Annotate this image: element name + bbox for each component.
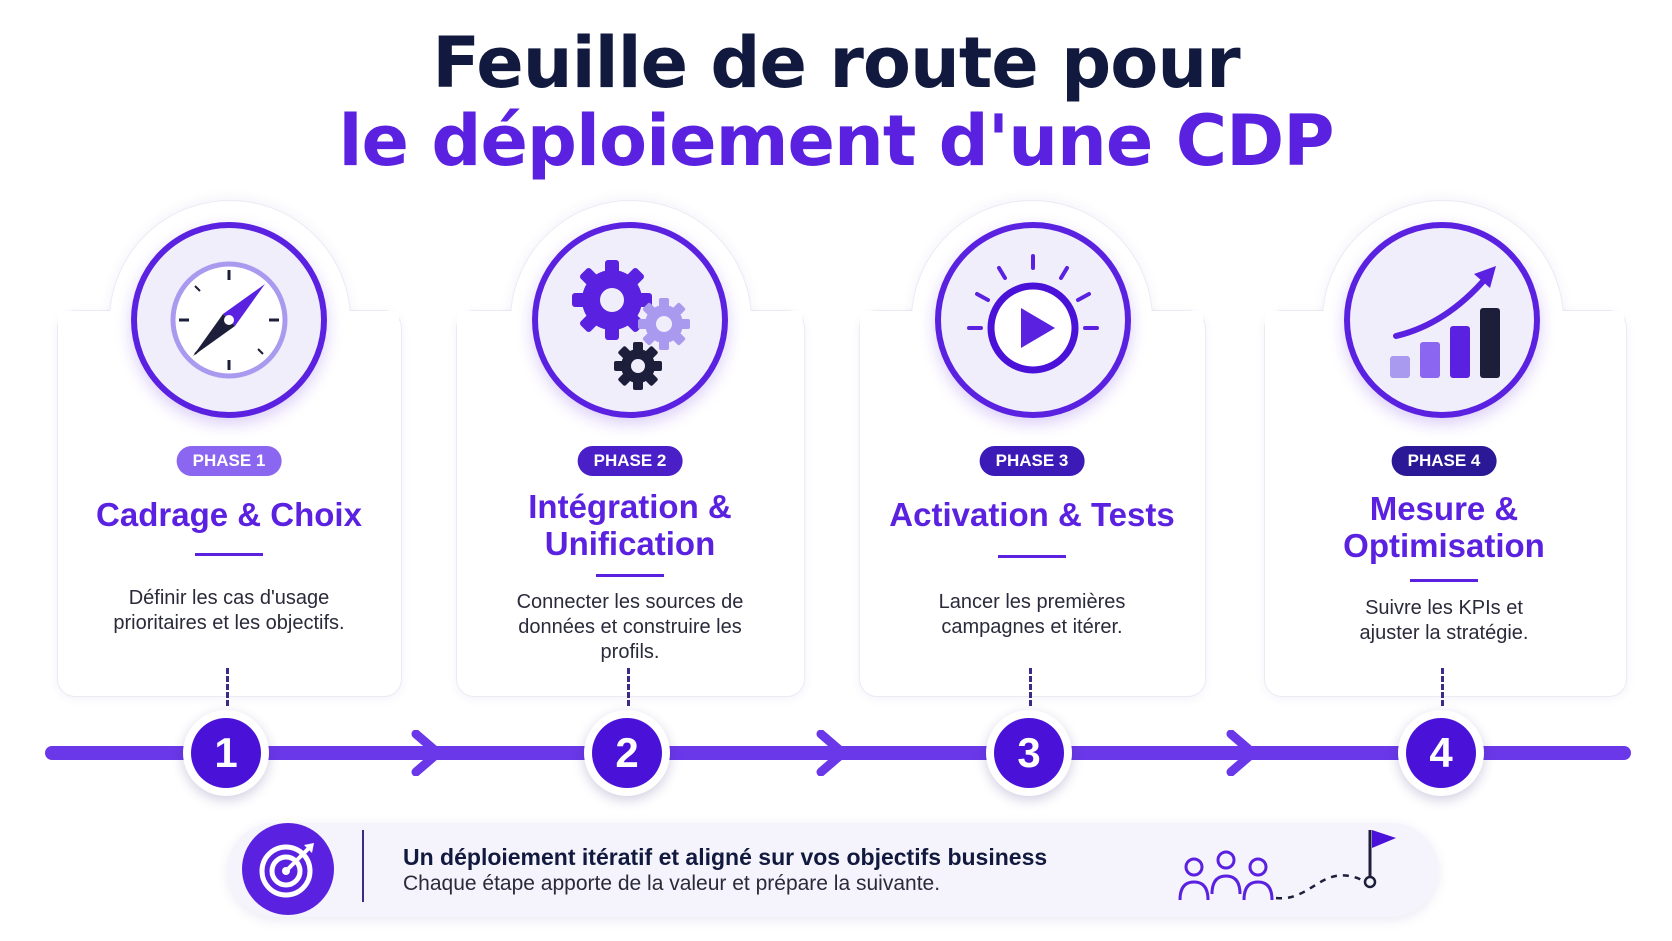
compass-icon <box>131 222 327 418</box>
step-marker-4: 4 <box>1398 710 1484 796</box>
phase-badge-4: PHASE 4 <box>1391 446 1497 476</box>
phase-title-3: Activation & Tests <box>889 496 1175 533</box>
growth-chart-icon <box>1344 222 1540 418</box>
chevron-right-icon <box>816 730 848 776</box>
gears-icon <box>532 222 728 418</box>
connector-2 <box>627 668 630 706</box>
phase-badge-3: PHASE 3 <box>979 446 1085 476</box>
page-title-line1: Feuille de route pour <box>432 22 1240 104</box>
step-number: 1 <box>191 718 261 788</box>
team-path-flag-icon <box>1178 830 1396 901</box>
phase-divider-4 <box>1410 579 1478 582</box>
banner-subtitle: Chaque étape apporte de la valeur et pré… <box>403 872 941 895</box>
connector-1 <box>226 668 229 706</box>
phase-title-2: Intégration & Unification <box>528 488 732 562</box>
phase-badge-2: PHASE 2 <box>577 446 683 476</box>
step-number: 2 <box>592 718 662 788</box>
step-marker-3: 3 <box>986 710 1072 796</box>
phase-description-4: Suivre les KPIs et ajuster la stratégie. <box>1359 597 1529 644</box>
connector-3 <box>1029 668 1032 706</box>
chevron-right-icon <box>411 730 443 776</box>
phase-divider-3 <box>998 555 1066 558</box>
phase-badge-1: PHASE 1 <box>176 446 282 476</box>
target-icon <box>242 823 334 915</box>
step-marker-1: 1 <box>183 710 269 796</box>
chevron-right-icon <box>1226 730 1258 776</box>
phase-title-1: Cadrage & Choix <box>96 496 362 533</box>
banner-title: Un déploiement itératif et aligné sur vo… <box>403 844 1048 870</box>
phase-description-2: Connecter les sources de données et cons… <box>516 591 744 663</box>
play-icon <box>935 222 1131 418</box>
step-marker-2: 2 <box>584 710 670 796</box>
phase-divider-1 <box>195 553 263 556</box>
connector-4 <box>1441 668 1444 706</box>
step-number: 4 <box>1406 718 1476 788</box>
banner-separator <box>362 830 364 902</box>
phase-divider-2 <box>596 574 664 577</box>
phase-description-3: Lancer les premières campagnes et itérer… <box>938 591 1126 638</box>
phase-title-4: Mesure & Optimisation <box>1343 490 1545 564</box>
summary-banner <box>228 823 1438 917</box>
page-title-line2: le déploiement d'une CDP <box>338 100 1335 182</box>
step-number: 3 <box>994 718 1064 788</box>
phase-description-1: Définir les cas d'usage prioritaires et … <box>113 587 345 634</box>
